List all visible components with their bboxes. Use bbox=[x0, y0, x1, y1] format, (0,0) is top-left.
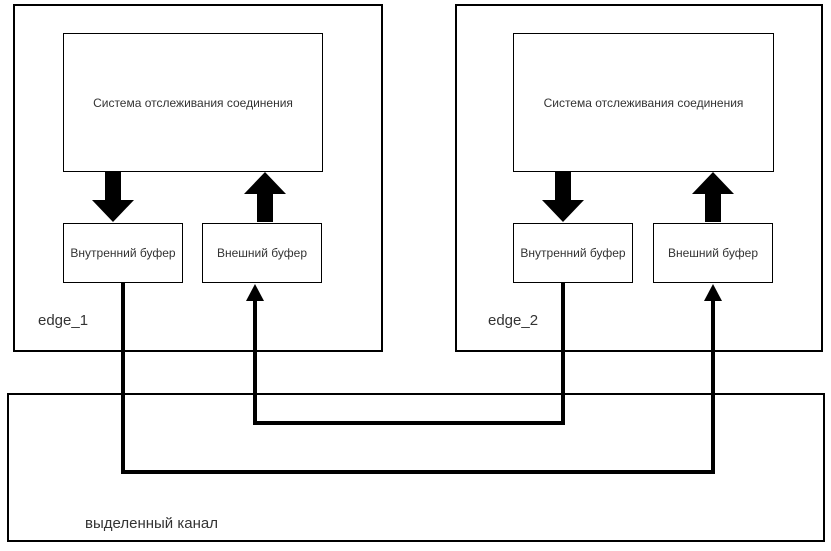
edge1-label: edge_1 bbox=[38, 312, 89, 329]
edge1-tracking-system-node: Система отслеживания соединения bbox=[63, 33, 323, 172]
edge2-internal-buffer-label: Внутренний буфер bbox=[520, 246, 626, 260]
edge1-internal-buffer-node: Внутренний буфер bbox=[63, 223, 183, 283]
edge2-label: edge_2 bbox=[488, 312, 539, 329]
channel-label: выделенный канал bbox=[85, 515, 218, 532]
edge2-external-buffer-label: Внешний буфер bbox=[668, 246, 758, 260]
edge2-tracking-system-node: Система отслеживания соединения bbox=[513, 33, 774, 172]
edge2-internal-buffer-node: Внутренний буфер bbox=[513, 223, 633, 283]
edge2-tracking-system-label: Система отслеживания соединения bbox=[543, 95, 744, 110]
edge1-internal-buffer-label: Внутренний буфер bbox=[70, 246, 176, 260]
edge2-external-buffer-node: Внешний буфер bbox=[653, 223, 773, 283]
edge1-external-buffer-node: Внешний буфер bbox=[202, 223, 322, 283]
edge1-external-buffer-label: Внешний буфер bbox=[217, 246, 307, 260]
edge1-tracking-system-label: Система отслеживания соединения bbox=[93, 95, 293, 110]
